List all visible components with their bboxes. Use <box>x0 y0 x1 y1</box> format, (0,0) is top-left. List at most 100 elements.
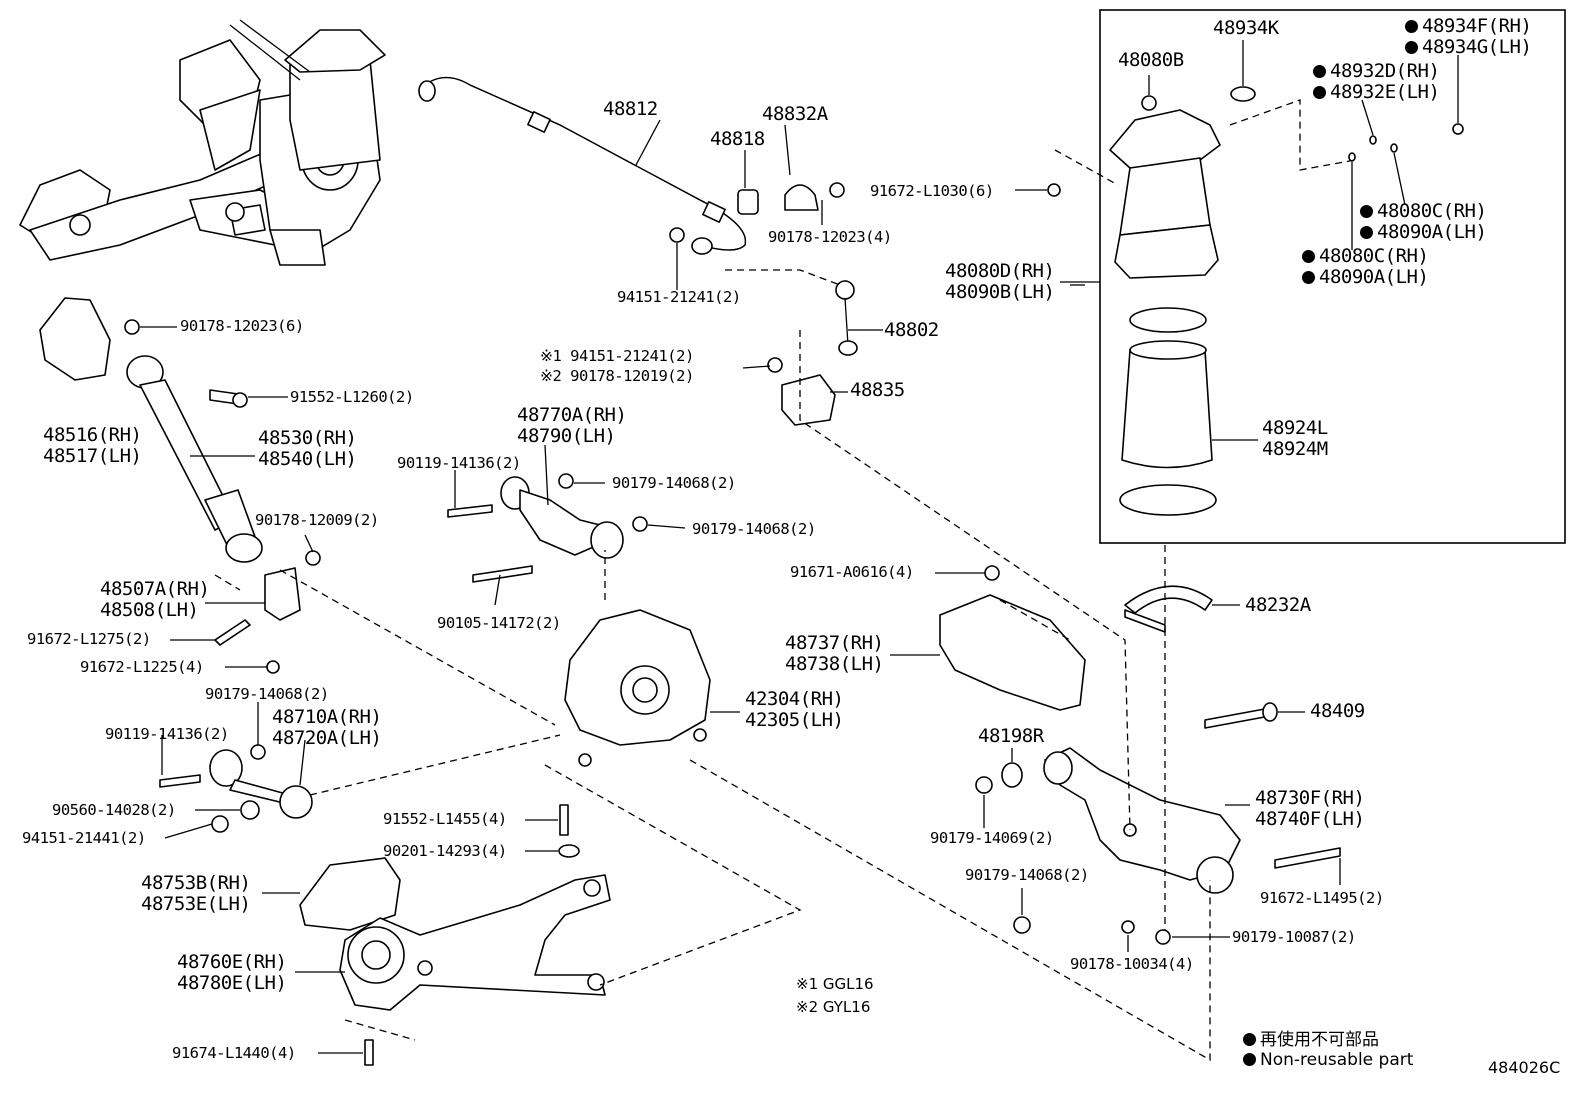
bushing-48818-shape <box>737 189 759 215</box>
non-reusable-marker <box>1405 41 1418 54</box>
non-reusable-marker <box>1405 20 1418 33</box>
non-reusable-marker <box>1313 86 1326 99</box>
label-48812: 48812 <box>603 98 658 120</box>
label-42305: 42305(LH) <box>745 709 844 731</box>
label-48232a: 48232A <box>1245 594 1311 616</box>
label-special-1: ※1 94151-21241(2) <box>540 347 694 365</box>
footnote-2: ※2 GYL16 <box>796 998 871 1016</box>
label-90560-14028: 90560-14028(2) <box>52 801 176 819</box>
leader-lines <box>140 40 1459 1054</box>
non-reusable-marker <box>1360 226 1373 239</box>
label-90179-14068-a: 90179-14068(2) <box>205 685 329 703</box>
legend-japanese: 再使用不可部品 <box>1243 1025 1379 1050</box>
shock-absorber-illustration <box>126 355 263 563</box>
label-48198r: 48198R <box>978 725 1044 747</box>
label-42304: 42304(RH) <box>745 688 844 710</box>
label-48530: 48530(RH) <box>258 427 357 449</box>
label-91672-l1275: 91672-L1275(2) <box>27 630 151 648</box>
legend-dot <box>1243 1053 1256 1066</box>
dashed-guide-lines <box>214 99 1356 1062</box>
stabilizer-link-illustration <box>835 280 858 356</box>
air-spring-group-frame <box>1099 9 1566 544</box>
cover-48753b-shape <box>299 857 401 931</box>
figure-code: 484026C <box>1488 1058 1561 1077</box>
label-48540: 48540(LH) <box>258 448 357 470</box>
non-reusable-marker <box>1360 205 1373 218</box>
label-91552-l1260: 91552-L1260(2) <box>290 388 414 406</box>
label-48080c-a: 48080C(RH) <box>1360 201 1487 222</box>
label-91672-l1030: 91672-L1030(6) <box>870 182 994 200</box>
stabilizer-bar-illustration <box>418 76 747 255</box>
label-48090b: 48090B(LH) <box>945 281 1055 303</box>
legend-english: Non-reusable part <box>1243 1050 1413 1070</box>
label-48932d: 48932D(RH) <box>1313 61 1440 82</box>
label-48507a: 48507A(RH) <box>100 578 210 600</box>
label-90179-14068-c: 90179-14068(2) <box>692 520 816 538</box>
label-48753e: 48753E(LH) <box>141 893 251 915</box>
label-90178-12009: 90178-12009(2) <box>255 511 379 529</box>
bracket-48832a-shape <box>784 184 819 211</box>
rear-suspension-assembly-illustration <box>19 19 386 266</box>
label-48790: 48790(LH) <box>517 425 616 447</box>
bracket-48835-shape <box>781 374 836 426</box>
lateral-link-illustration <box>209 749 313 819</box>
label-90201-14293: 90201-14293(4) <box>383 842 507 860</box>
label-94151-21241-2: 94151-21241(2) <box>617 288 741 306</box>
label-48710a: 48710A(RH) <box>272 706 382 728</box>
label-90178-10034: 90178-10034(4) <box>1070 955 1194 973</box>
label-48737: 48737(RH) <box>785 632 884 654</box>
label-91672-l1225: 91672-L1225(4) <box>80 658 204 676</box>
label-48730f: 48730F(RH) <box>1255 787 1365 809</box>
label-48720a: 48720A(LH) <box>272 727 382 749</box>
shock-mount-48516-shape <box>39 297 111 381</box>
label-48508: 48508(LH) <box>100 599 199 621</box>
label-91674-l1440: 91674-L1440(4) <box>172 1044 296 1062</box>
label-90178-12023-4: 90178-12023(4) <box>768 228 892 246</box>
label-48080d: 48080D(RH) <box>945 260 1055 282</box>
nut-shape <box>829 182 845 198</box>
label-91552-l1455: 91552-L1455(4) <box>383 810 507 828</box>
knuckle-illustration <box>564 609 711 767</box>
label-94151-21441: 94151-21441(2) <box>22 829 146 847</box>
label-90178-12023-6: 90178-12023(6) <box>180 317 304 335</box>
label-48832a: 48832A <box>762 103 828 125</box>
footnote-1: ※1 GGL16 <box>796 975 874 993</box>
air-spring-illustration <box>1109 109 1221 516</box>
label-90179-14069: 90179-14069(2) <box>930 829 1054 847</box>
leader-48080d <box>1060 281 1100 283</box>
bracket-48507a-shape <box>264 567 301 621</box>
label-48934k: 48934K <box>1213 17 1279 39</box>
non-reusable-marker <box>1302 271 1315 284</box>
label-48080b: 48080B <box>1118 49 1184 71</box>
label-48934g: 48934G(LH) <box>1405 37 1532 58</box>
label-48516: 48516(RH) <box>43 424 142 446</box>
label-48818: 48818 <box>710 128 765 150</box>
label-90179-14068-d: 90179-14068(2) <box>965 866 1089 884</box>
label-48090a-a: 48090A(LH) <box>1360 222 1487 243</box>
label-48738: 48738(LH) <box>785 653 884 675</box>
label-48932e: 48932E(LH) <box>1313 82 1440 103</box>
label-90179-14068-b: 90179-14068(2) <box>612 474 736 492</box>
label-48934f: 48934F(RH) <box>1405 16 1532 37</box>
upper-arm-illustration <box>1043 747 1241 894</box>
label-90119-14136-b: 90119-14136(2) <box>397 454 521 472</box>
label-90119-14136-a: 90119-14136(2) <box>105 725 229 743</box>
label-48517: 48517(LH) <box>43 445 142 467</box>
seat-48232a-shape <box>1124 585 1213 614</box>
non-reusable-marker <box>1302 250 1315 263</box>
label-48409: 48409 <box>1310 700 1365 722</box>
label-48740f: 48740F(LH) <box>1255 808 1365 830</box>
label-48835: 48835 <box>850 379 905 401</box>
label-91672-l1495: 91672-L1495(2) <box>1260 889 1384 907</box>
label-48090a-b: 48090A(LH) <box>1302 267 1429 288</box>
non-reusable-marker <box>1313 65 1326 78</box>
label-48924m: 48924M <box>1262 438 1328 460</box>
label-48802: 48802 <box>884 319 939 341</box>
label-91671-a0616: 91671-A0616(4) <box>790 563 914 581</box>
trailing-arm-illustration <box>339 874 611 1011</box>
label-special-2: ※2 90178-12019(2) <box>540 367 694 385</box>
label-48753b: 48753B(RH) <box>141 872 251 894</box>
label-48924l: 48924L <box>1262 417 1328 439</box>
